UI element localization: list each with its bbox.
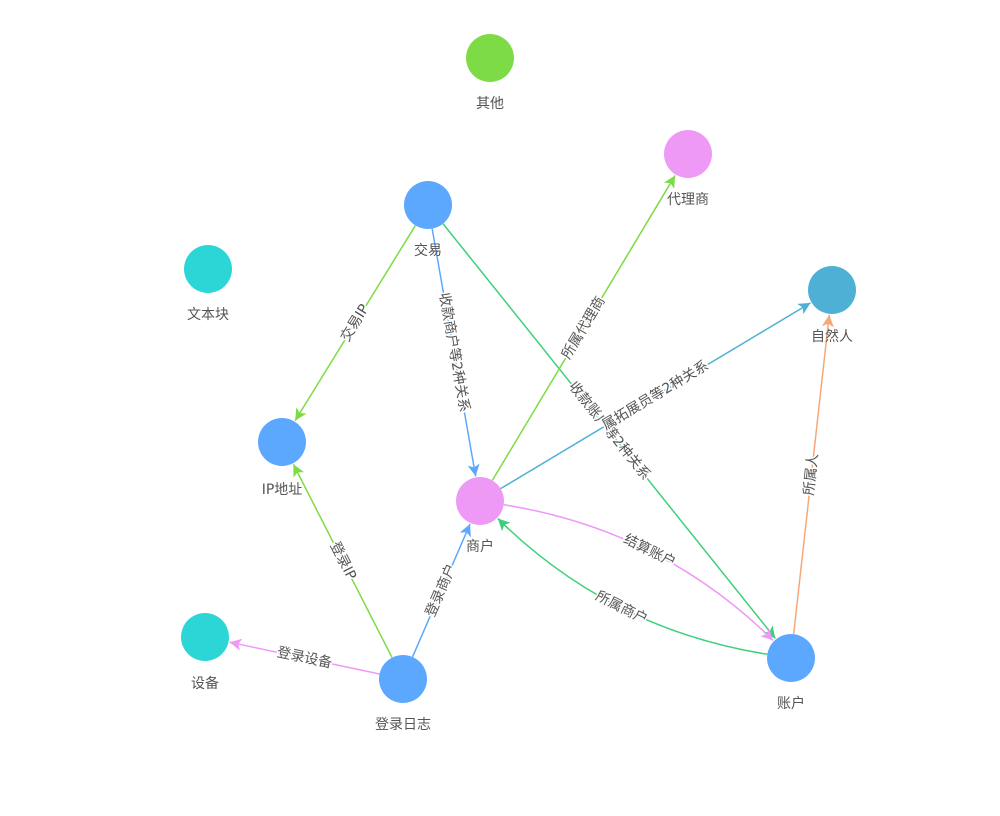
edge-zhanghu-shanghu[interactable] bbox=[497, 518, 768, 656]
edge-label: 所属人 bbox=[801, 453, 822, 497]
node-label: 交易 bbox=[414, 242, 442, 259]
node-label: 设备 bbox=[191, 675, 219, 692]
edge-label: 登录商户 bbox=[422, 561, 460, 619]
edge-jiaoyi-ip[interactable] bbox=[294, 225, 417, 422]
node-circle[interactable] bbox=[456, 477, 504, 525]
node-circle[interactable] bbox=[184, 245, 232, 293]
edge-label-halo: 所属人 bbox=[801, 453, 822, 497]
edge-label: 所属商户 bbox=[593, 587, 651, 627]
edge-label: 交易IP bbox=[337, 301, 373, 344]
node-label: 文本块 bbox=[187, 307, 229, 323]
node-label: 账户 bbox=[777, 695, 805, 712]
node-ziranren[interactable]: 自然人 bbox=[808, 266, 856, 345]
edge-zhanghu-ziranren[interactable] bbox=[792, 314, 834, 635]
edge-shanghu-zhanghu[interactable] bbox=[503, 503, 774, 641]
node-circle[interactable] bbox=[808, 266, 856, 314]
node-wenbenkuai[interactable]: 文本块 bbox=[184, 245, 232, 323]
edge-denglu-shebei[interactable] bbox=[229, 638, 380, 675]
node-label: 登录日志 bbox=[375, 717, 431, 733]
node-circle[interactable] bbox=[379, 655, 427, 703]
node-circle[interactable] bbox=[466, 34, 514, 82]
edge-label: 登录设备 bbox=[275, 643, 333, 671]
node-circle[interactable] bbox=[664, 130, 712, 178]
node-dailishang[interactable]: 代理商 bbox=[664, 130, 712, 208]
node-jiaoyi[interactable]: 交易 bbox=[404, 181, 452, 259]
edge-shanghu-dailishang[interactable] bbox=[491, 175, 676, 481]
edge-label: 登录IP bbox=[326, 539, 359, 582]
node-circle[interactable] bbox=[404, 181, 452, 229]
edge-label: 所属代理商 bbox=[559, 294, 609, 362]
node-label: 自然人 bbox=[811, 328, 853, 345]
node-circle[interactable] bbox=[181, 613, 229, 661]
node-label: IP地址 bbox=[262, 482, 303, 498]
node-shebei[interactable]: 设备 bbox=[181, 613, 229, 692]
edge-jiaoyi-shanghu[interactable] bbox=[431, 228, 480, 477]
edges-layer bbox=[229, 175, 834, 675]
edge-jiaoyi-zhanghu[interactable] bbox=[442, 223, 776, 639]
node-shanghu[interactable]: 商户 bbox=[456, 477, 504, 555]
edge-shanghu-ziranren[interactable] bbox=[500, 302, 811, 490]
edge-label: 结算账户 bbox=[621, 530, 679, 570]
node-circle[interactable] bbox=[767, 634, 815, 682]
node-label: 代理商 bbox=[667, 192, 709, 208]
node-label: 商户 bbox=[466, 538, 494, 555]
edge-label: 收款商户等2种关系 bbox=[436, 291, 474, 413]
node-qita[interactable]: 其他 bbox=[466, 34, 514, 112]
node-ip[interactable]: IP地址 bbox=[258, 418, 306, 498]
node-zhanghu[interactable]: 账户 bbox=[767, 634, 815, 712]
node-denglu[interactable]: 登录日志 bbox=[375, 655, 431, 733]
node-circle[interactable] bbox=[258, 418, 306, 466]
node-label: 其他 bbox=[476, 96, 504, 112]
edge-label: 属拓展员等2种关系 bbox=[599, 357, 711, 434]
edge-denglu-ip[interactable] bbox=[292, 463, 393, 658]
edge-denglu-shanghu[interactable] bbox=[411, 523, 471, 658]
